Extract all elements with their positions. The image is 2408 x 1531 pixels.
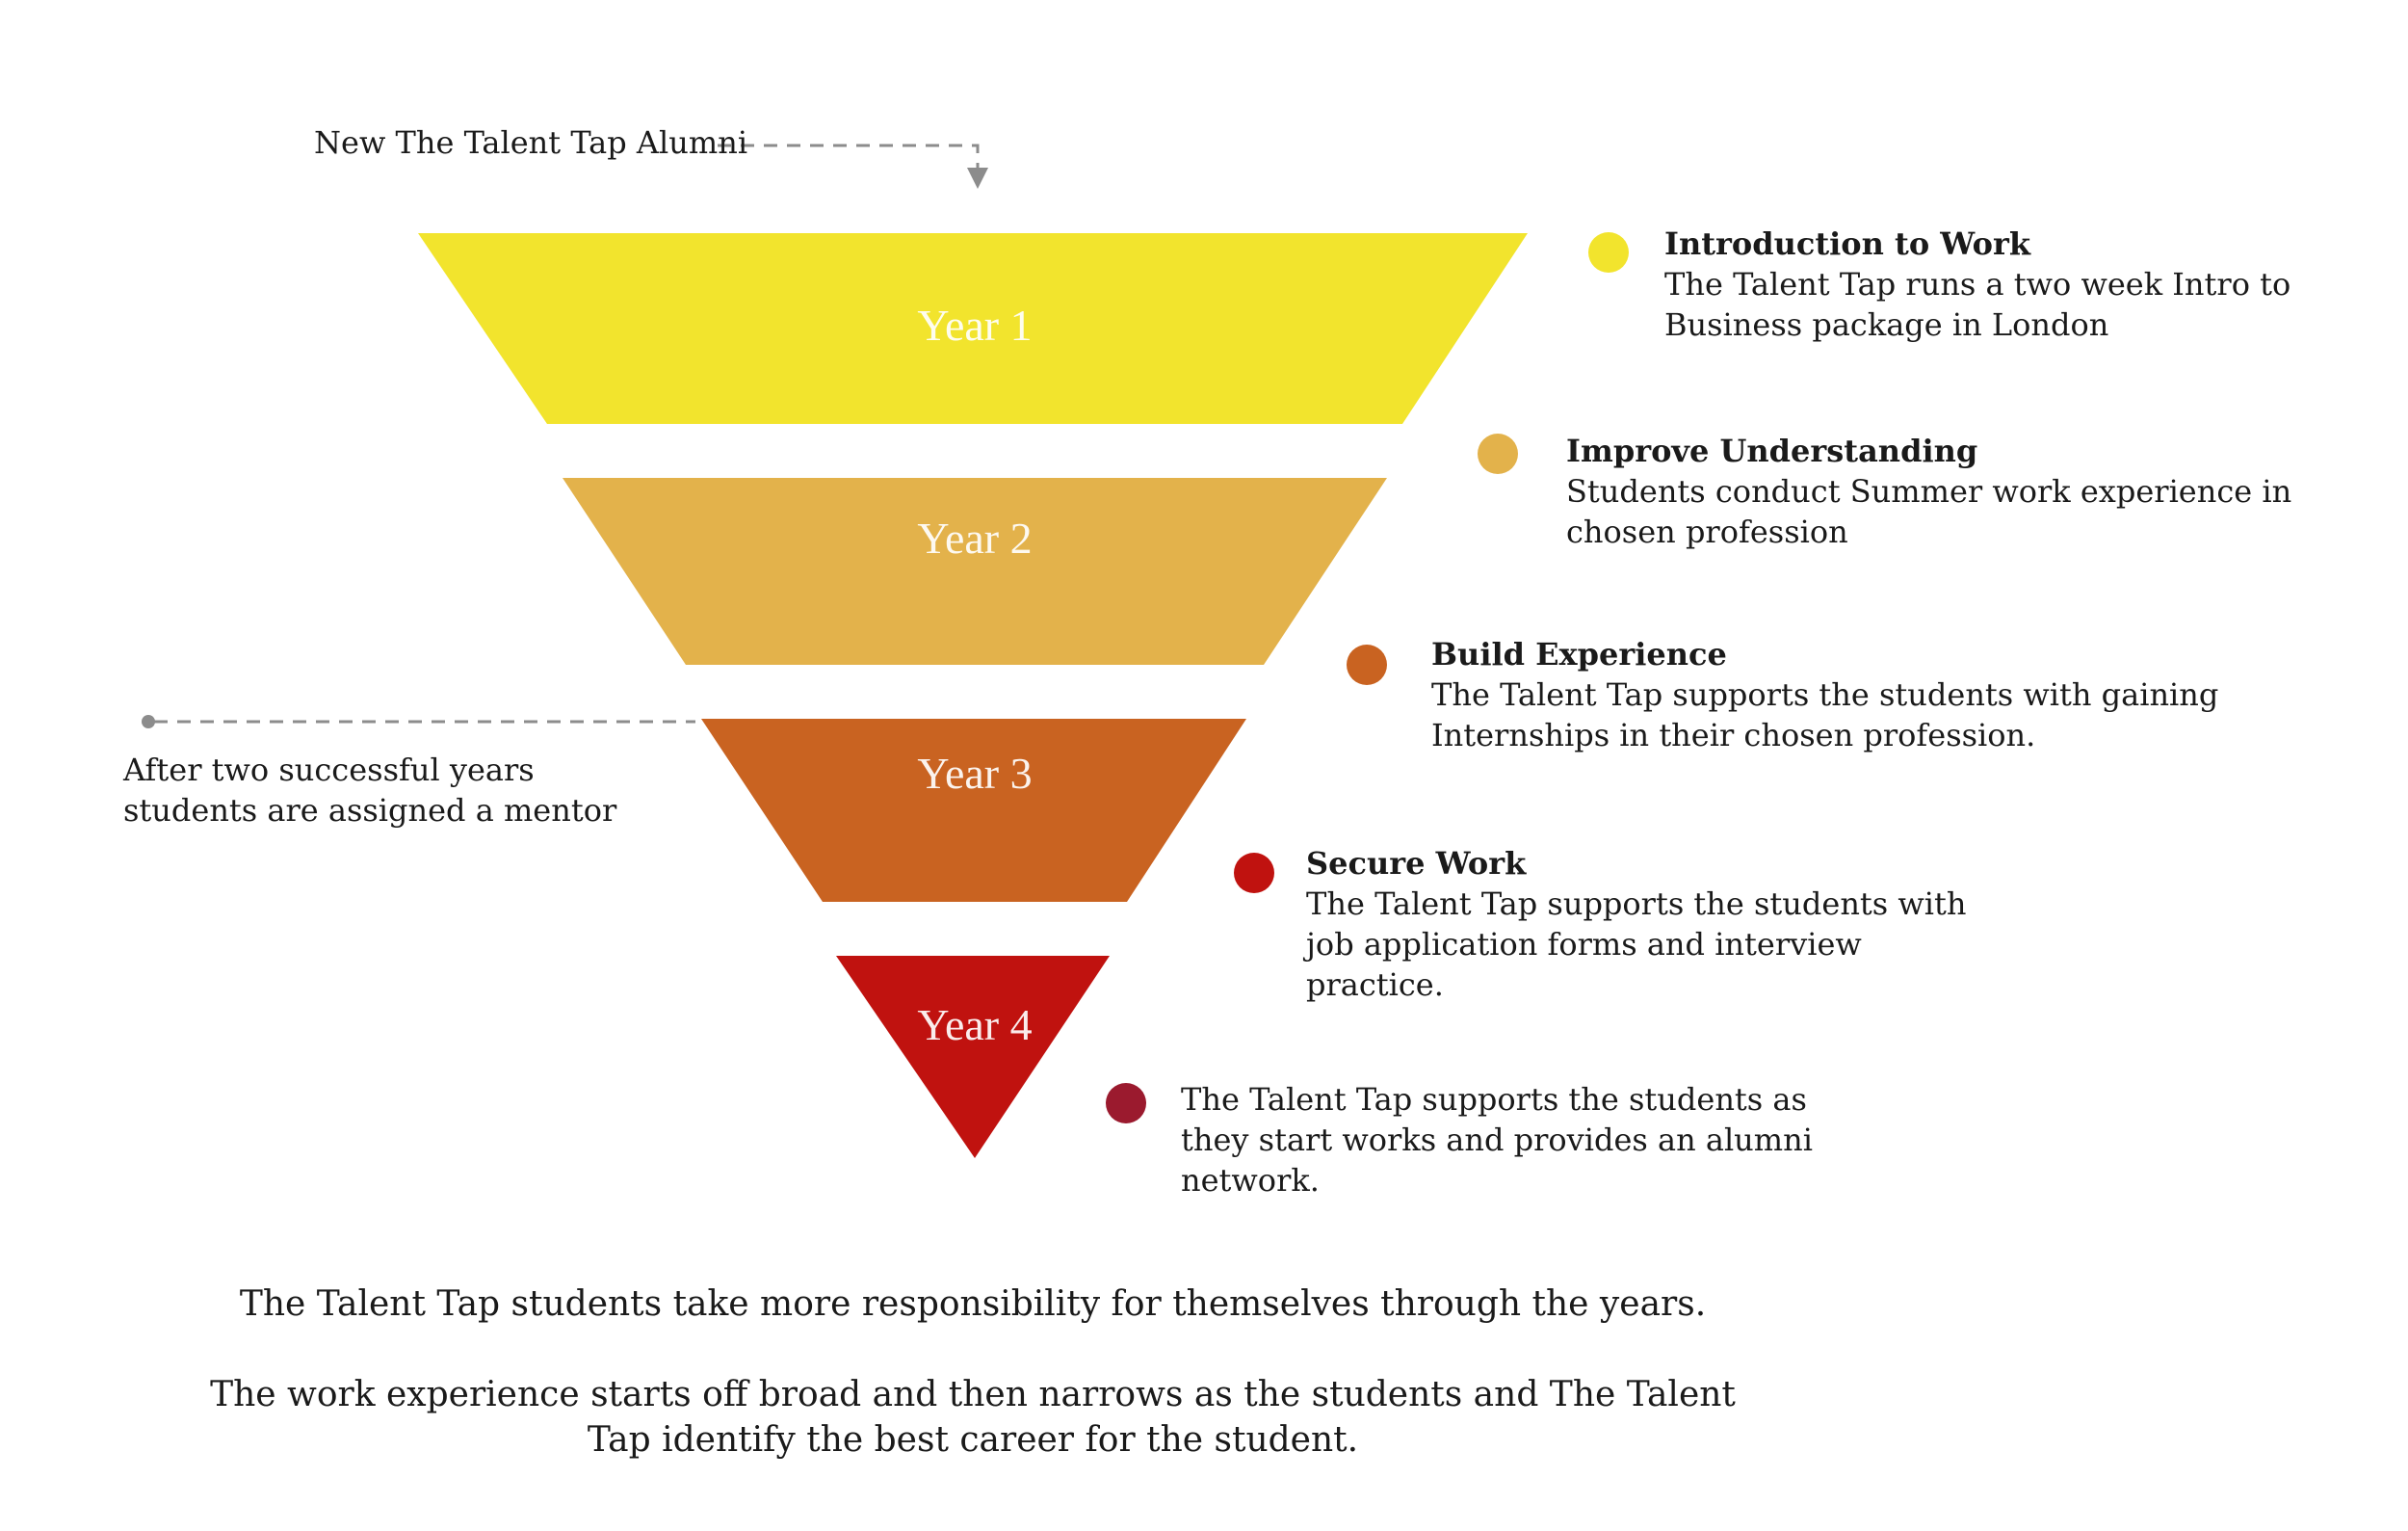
legend-dot-understanding (1478, 434, 1518, 474)
mentor-note-line-1: After two successful years (123, 752, 535, 788)
mentor-note: After two successful years students are … (123, 750, 616, 831)
stage-label-year-3: Year 3 (917, 749, 1032, 798)
description-text: Students conduct Summer work experience … (1566, 473, 2292, 550)
alumni-connector (718, 144, 980, 172)
mentor-note-line-2: students are assigned a mentor (123, 792, 617, 829)
legend-dot-secure-work (1234, 853, 1274, 893)
description-understanding: Improve Understanding Students conduct S… (1566, 431, 2356, 552)
stage-year-3 (701, 719, 1246, 902)
description-secure-work: Secure Work The Talent Tap supports the … (1306, 843, 1980, 1005)
description-text: The Talent Tap supports the students wit… (1306, 885, 1967, 1003)
stage-label-year-2: Year 2 (917, 514, 1032, 563)
legend-dot-alumni-network (1106, 1083, 1146, 1123)
description-title: Introduction to Work (1664, 225, 2030, 262)
description-text: The Talent Tap runs a two week Intro to … (1664, 266, 2291, 343)
stage-year-1 (418, 233, 1528, 424)
legend-dot-experience (1347, 645, 1387, 685)
legend-dot-introduction (1588, 232, 1629, 273)
description-introduction: Introduction to Work The Talent Tap runs… (1664, 224, 2396, 345)
mentor-connector-dot (142, 715, 155, 728)
stage-year-4 (836, 956, 1110, 1158)
footer-line-1: The Talent Tap students take more respon… (239, 1284, 1707, 1324)
stage-label-year-1: Year 1 (917, 301, 1032, 350)
alumni-note: New The Talent Tap Alumni (314, 124, 748, 161)
footer-line-2: The work experience starts off broad and… (210, 1375, 1736, 1460)
stage-label-year-4: Year 4 (917, 1000, 1032, 1049)
description-title: Build Experience (1431, 636, 1727, 673)
alumni-arrow-icon (967, 168, 988, 189)
description-alumni-network: The Talent Tap supports the students as … (1181, 1079, 1874, 1201)
description-text: The Talent Tap supports the students as … (1181, 1081, 1813, 1199)
stage-year-2 (563, 478, 1387, 665)
description-title: Secure Work (1306, 845, 1527, 882)
description-text: The Talent Tap supports the students wit… (1431, 676, 2219, 753)
description-title: Improve Understanding (1566, 433, 1978, 469)
description-experience: Build Experience The Talent Tap supports… (1431, 634, 2221, 755)
